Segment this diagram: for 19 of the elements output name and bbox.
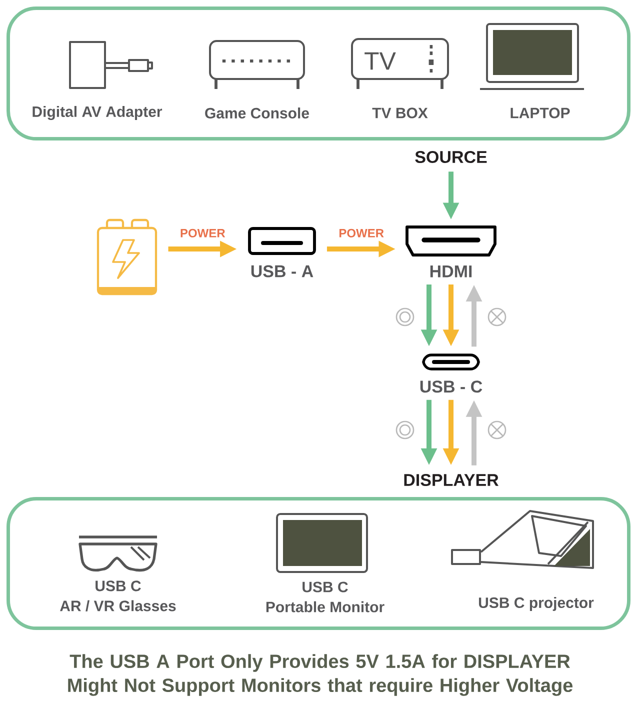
device-label: LAPTOP: [510, 108, 570, 118]
port-label: USB - A: [251, 265, 314, 278]
heading: SOURCE: [415, 150, 487, 164]
device-label: USB C AR / VR Glasses: [60, 580, 176, 612]
panel: [6, 497, 630, 630]
panel: [6, 6, 630, 140]
lettering: TV: [364, 52, 396, 70]
edge-label: POWER: [178, 228, 227, 239]
port-label: HDMI: [430, 266, 472, 278]
device-label: TV BOX: [372, 108, 428, 118]
port-label: USB - C: [420, 380, 482, 393]
caption: The USB A Port Only Provides 5V 1.5A for DISPLAYER Might Not Support Monitors that require Higher Voltage: [68, 654, 573, 696]
edge-label: POWER: [337, 228, 386, 239]
heading: DISPLAYER: [404, 474, 499, 486]
device-label: USB C projector: [478, 597, 594, 611]
device-label: Digital AV Adapter: [32, 106, 162, 120]
battery-icon: [96, 218, 158, 296]
device-label: Game Console: [205, 107, 309, 118]
device-label: USB C Portable Monitor: [266, 582, 384, 612]
